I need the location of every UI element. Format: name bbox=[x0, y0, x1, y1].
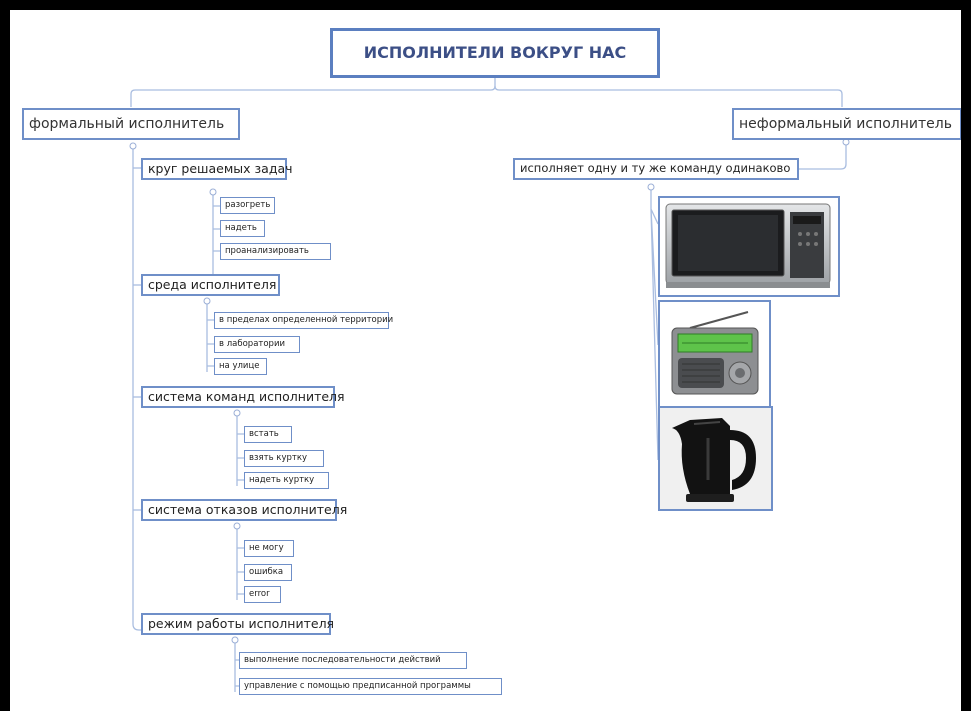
leaf-street[interactable]: на улице bbox=[214, 358, 267, 375]
kettle-image[interactable] bbox=[658, 406, 773, 511]
microwave-image[interactable] bbox=[658, 196, 840, 297]
leaf-territory[interactable]: в пределах определенной территории bbox=[214, 312, 393, 329]
leaf-laboratory[interactable]: в лаборатории bbox=[214, 336, 300, 353]
leaf-error-en[interactable]: error bbox=[244, 586, 281, 603]
formal-executor-node[interactable]: формальный исполнитель bbox=[22, 108, 240, 140]
leaf-sequence[interactable]: выполнение последовательности действий bbox=[239, 652, 467, 669]
leaf-cannot[interactable]: не могу bbox=[244, 540, 294, 557]
leaf-heat[interactable]: разогреть bbox=[220, 197, 275, 214]
leaf-error-ru[interactable]: ошибка bbox=[244, 564, 292, 581]
kettle-icon bbox=[660, 408, 771, 509]
radio-icon bbox=[671, 311, 759, 395]
mind-map-canvas: ИСПОЛНИТЕЛИ ВОКРУГ НАС формальный исполн… bbox=[10, 10, 961, 711]
leaf-put-on[interactable]: надеть bbox=[220, 220, 265, 237]
leaf-stand-up[interactable]: встать bbox=[244, 426, 292, 443]
same-command-node[interactable]: исполняет одну и ту же команду одинаково bbox=[513, 158, 799, 180]
task-range-node[interactable]: круг решаемых задач bbox=[141, 158, 293, 180]
refusal-system-node[interactable]: система отказов исполнителя bbox=[141, 499, 347, 521]
microwave-icon bbox=[665, 203, 831, 288]
work-mode-node[interactable]: режим работы исполнителя bbox=[141, 613, 334, 635]
map-title[interactable]: ИСПОЛНИТЕЛИ ВОКРУГ НАС bbox=[330, 28, 660, 78]
leaf-program-control[interactable]: управление с помощью предписанной програ… bbox=[239, 678, 502, 695]
informal-executor-node[interactable]: неформальный исполнитель bbox=[732, 108, 961, 140]
leaf-put-on-jacket[interactable]: надеть куртку bbox=[244, 472, 329, 489]
environment-node[interactable]: среда исполнителя bbox=[141, 274, 280, 296]
leaf-take-jacket[interactable]: взять куртку bbox=[244, 450, 324, 467]
connector-lines bbox=[129, 78, 850, 692]
radio-image[interactable] bbox=[658, 300, 771, 409]
command-system-node[interactable]: система команд исполнителя bbox=[141, 386, 345, 408]
leaf-analyze[interactable]: проанализировать bbox=[220, 243, 331, 260]
